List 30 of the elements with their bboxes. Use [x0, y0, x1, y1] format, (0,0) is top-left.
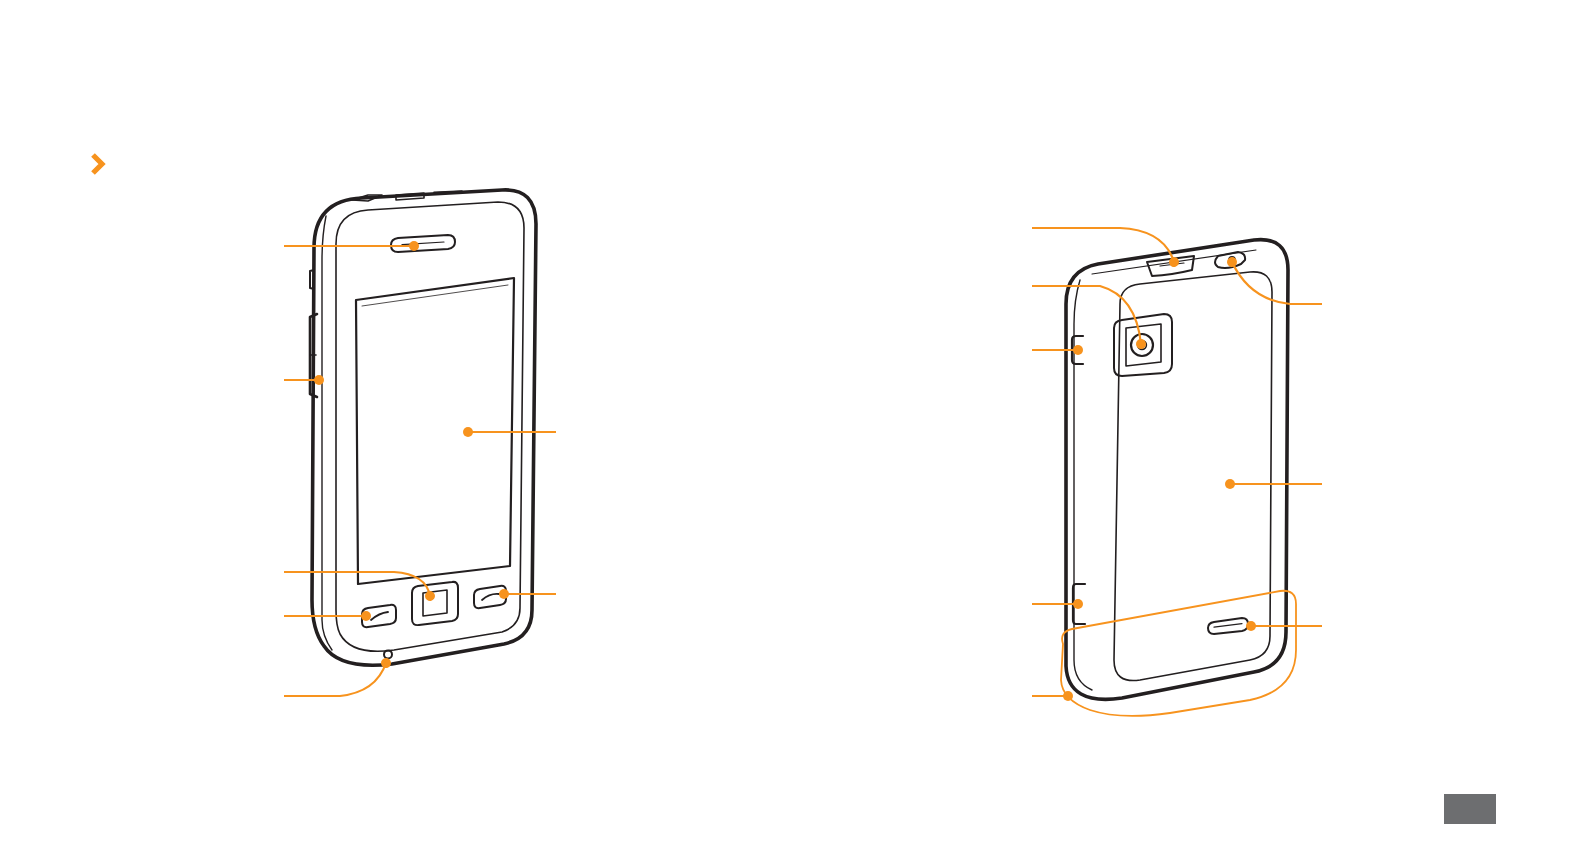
camera-lens — [1110, 310, 1174, 378]
leader-line — [1225, 479, 1322, 489]
leader-line — [1032, 691, 1073, 701]
back-cover — [1110, 266, 1276, 686]
microphone-hole — [380, 648, 396, 664]
leader-line — [284, 658, 391, 698]
leader-line — [499, 589, 556, 599]
leader-line — [284, 570, 435, 601]
leader-line — [284, 375, 324, 385]
home-key — [408, 576, 462, 630]
leader-line — [463, 427, 556, 437]
leader-line — [1032, 284, 1146, 349]
headset-jack — [1210, 248, 1250, 272]
leader-line — [284, 611, 371, 621]
leader-line — [1032, 599, 1083, 609]
speaker-grille — [1204, 614, 1252, 640]
leader-line — [1032, 226, 1179, 267]
side-slot — [1068, 580, 1088, 630]
touch-screen — [352, 274, 520, 588]
leader-line — [1246, 621, 1322, 631]
top-port — [1142, 252, 1200, 278]
antenna-area-outline — [1054, 584, 1302, 720]
leader-line — [1032, 345, 1083, 355]
leader-line — [1227, 257, 1322, 306]
side-key — [1068, 332, 1086, 368]
volume-key — [304, 310, 322, 400]
leader-line — [284, 241, 419, 251]
end-key — [468, 580, 510, 612]
call-key — [358, 600, 400, 632]
earpiece-slot — [388, 230, 458, 256]
